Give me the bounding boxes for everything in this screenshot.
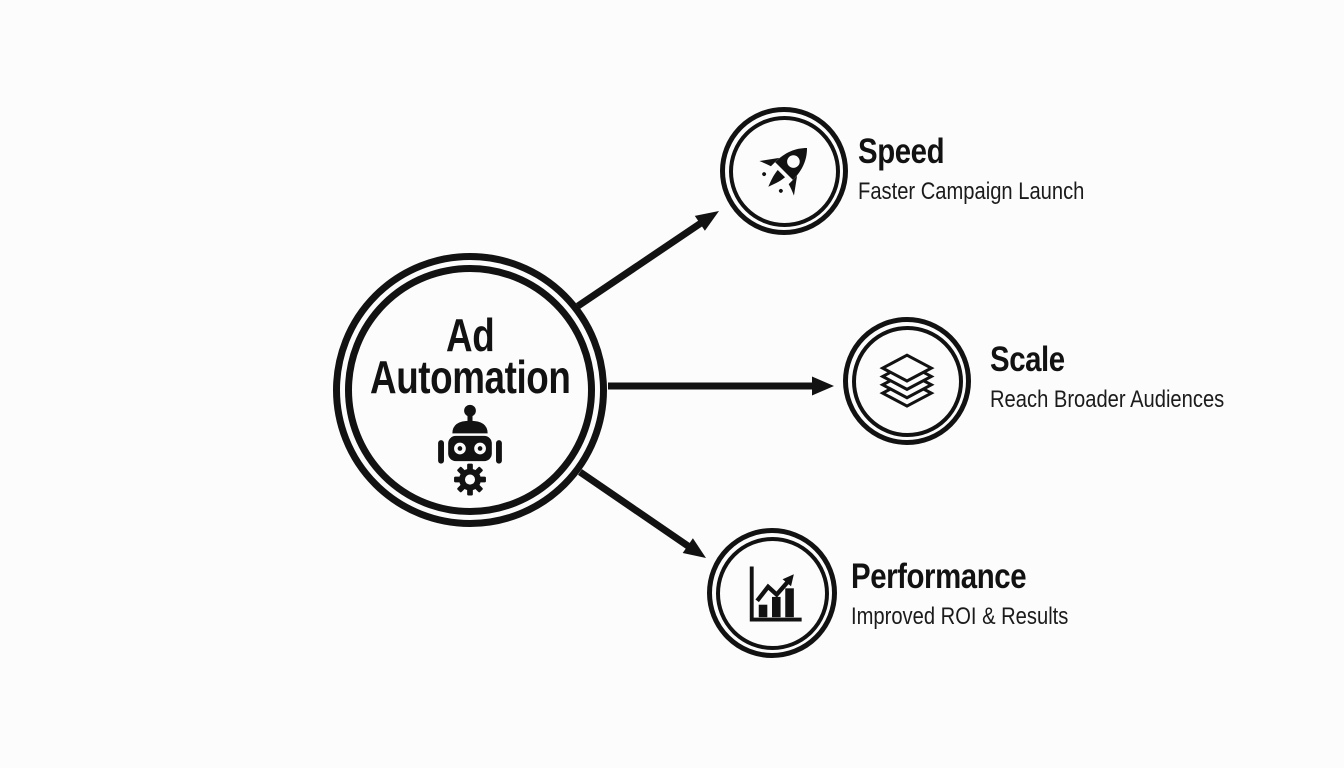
speed-node-inner-ring <box>728 115 840 227</box>
layers-icon <box>869 343 945 419</box>
scale-title: Scale <box>990 340 1065 379</box>
center-label-line2: Automation <box>369 351 571 403</box>
scale-node-circle <box>843 317 971 445</box>
center-node-inner-ring <box>345 265 595 515</box>
scale-text-block: Scale Reach Broader Audiences <box>990 340 1269 413</box>
performance-node-circle <box>707 528 837 658</box>
scale-node-inner-ring <box>851 325 963 437</box>
speed-title: Speed <box>858 132 945 171</box>
speed-node-circle <box>720 107 848 235</box>
center-node-circle <box>333 253 607 527</box>
arrow-to-performance <box>578 469 690 549</box>
center-label-line1: Ad <box>445 309 495 361</box>
arrow-to-speed <box>576 220 703 309</box>
performance-subtitle: Improved ROI & Results <box>851 603 1069 630</box>
performance-node-inner-ring <box>715 536 829 650</box>
rocket-icon <box>747 134 821 208</box>
speed-subtitle: Faster Campaign Launch <box>858 178 1085 205</box>
scale-subtitle: Reach Broader Audiences <box>990 386 1225 413</box>
performance-text-block: Performance Improved ROI & Results <box>851 557 1110 630</box>
center-node-label: Ad Automation <box>333 309 607 403</box>
robot-icon <box>428 404 512 498</box>
speed-text-block: Speed Faster Campaign Launch <box>858 132 1127 205</box>
arrowhead-speed <box>694 211 719 231</box>
arrowhead-performance <box>682 538 706 558</box>
bar-chart-icon <box>733 554 811 632</box>
arrowhead-scale <box>812 376 834 396</box>
performance-title: Performance <box>851 557 1027 596</box>
